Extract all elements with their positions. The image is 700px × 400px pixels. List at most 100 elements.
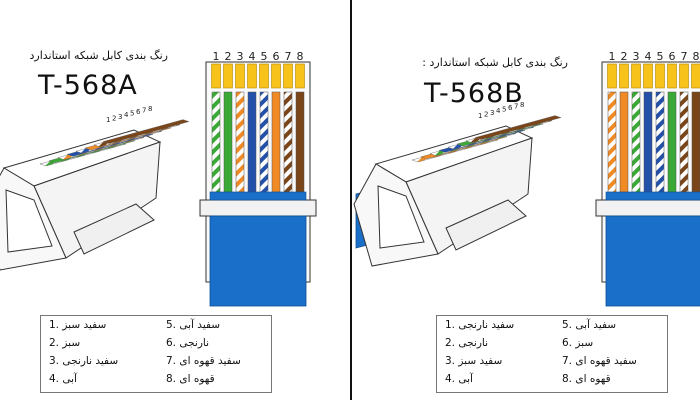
gold-pin-2 [619,63,629,89]
tiny-pin-label-2: 2 [484,110,488,118]
front-wire-1 [211,91,221,193]
legend-item-6: 6. سبز [562,337,594,349]
t568b-title: T-568B [424,78,524,109]
pin-label-4: 4 [645,50,652,63]
front-wire-7 [283,91,293,193]
front-wire-8 [691,91,700,193]
gold-pin-4 [247,63,257,89]
front-opening [5,189,53,253]
tiny-pin-label-4: 4 [496,107,501,115]
gold-pin-6 [667,63,677,89]
front-opening [377,185,425,249]
gold-pin-1 [607,63,617,89]
tiny-pin-label-7: 7 [514,102,518,110]
front-wire-1 [607,91,617,193]
pin-label-5: 5 [657,50,664,63]
gold-pin-3 [631,63,641,89]
panel-divider [348,0,352,400]
legend-item-2: 2. نارنجی [445,337,489,349]
tiny-pin-label-8: 8 [148,105,152,113]
pin-label-5: 5 [261,50,268,63]
tiny-pin-label-3: 3 [118,113,122,121]
tiny-pin-label-5: 5 [130,110,134,118]
legend-item-3: 3. سفید نارنجی [49,355,119,367]
gold-pin-7 [679,63,689,89]
front-wire-2 [223,91,233,193]
front-wire-5 [259,91,269,193]
tiny-pin-label-1: 1 [478,112,482,120]
strain-relief [595,199,700,217]
legend-item-8: 8. قهوه ای [562,373,611,385]
pin-label-7: 7 [681,50,688,63]
pin-label-4: 4 [249,50,256,63]
gold-pin-8 [691,63,700,89]
pin-label-1: 1 [609,50,616,63]
tiny-pin-label-2: 2 [112,114,116,122]
front-wire-2 [619,91,629,193]
angled-wire-8 [102,119,190,144]
tiny-pin-label-8: 8 [520,101,524,109]
tiny-pin-label-5: 5 [502,106,506,114]
legend-item-2: 2. سبز [49,337,81,349]
pin-label-2: 2 [621,50,628,63]
pin-label-2: 2 [225,50,232,63]
t568a-legend: 1. سفید سبز 2. سبز 3. سفید نارنجی 4. آبی… [40,315,272,393]
gold-pin-8 [295,63,305,89]
pin-label-3: 3 [633,50,640,63]
t568b-subtitle: رنگ بندی کابل شبکه استاندارد : [422,56,568,69]
gold-pin-5 [259,63,269,89]
gold-pin-2 [223,63,233,89]
pin-label-3: 3 [237,50,244,63]
t568a-title: T-568A [38,70,138,101]
t568a-subtitle: رنگ بندی کابل شبکه استاندارد [29,49,168,62]
front-wire-8 [295,91,305,193]
legend-item-1: 1. سفید نارنجی [445,319,515,331]
legend-item-1: 1. سفید سبز [49,319,107,331]
latch-tab [445,199,527,251]
legend-item-6: 6. نارنجی [166,337,210,349]
legend-item-3: 3. سفید سبز [445,355,503,367]
jacket-top [605,191,700,201]
pin-label-7: 7 [285,50,292,63]
pin-label-6: 6 [669,50,676,63]
legend-item-7: 7. سفید قهوه ای [562,355,637,367]
legend-item-4: 4. آبی [49,373,77,385]
cable-jacket [605,215,700,307]
legend-item-5: 5. سفید آبی [166,319,221,331]
legend-item-8: 8. قهوه ای [166,373,215,385]
pin-label-8: 8 [297,50,304,63]
t568b-legend: 1. سفید نارنجی 2. نارنجی 3. سفید سبز 4. … [436,315,668,393]
front-wire-7 [679,91,689,193]
pin-label-1: 1 [213,50,220,63]
jacket-top [209,191,307,201]
front-wire-6 [271,91,281,193]
gold-pin-6 [271,63,281,89]
front-wire-5 [655,91,665,193]
tiny-pin-label-4: 4 [124,111,129,119]
front-wire-6 [667,91,677,193]
front-wire-4 [643,91,653,193]
gold-pin-7 [283,63,293,89]
legend-item-5: 5. سفید آبی [562,319,617,331]
strain-relief [199,199,317,217]
gold-pin-4 [643,63,653,89]
latch-tab [73,203,155,255]
tiny-pin-label-7: 7 [142,106,146,114]
legend-item-4: 4. آبی [445,373,473,385]
gold-pin-3 [235,63,245,89]
gold-pin-5 [655,63,665,89]
tiny-pin-label-1: 1 [106,116,110,124]
front-wire-3 [235,91,245,193]
gold-pin-1 [211,63,221,89]
legend-item-7: 7. سفید قهوه ای [166,355,241,367]
front-wire-3 [631,91,641,193]
tiny-pin-label-6: 6 [508,104,513,112]
tiny-pin-label-3: 3 [490,109,494,117]
cable-jacket [209,215,307,307]
